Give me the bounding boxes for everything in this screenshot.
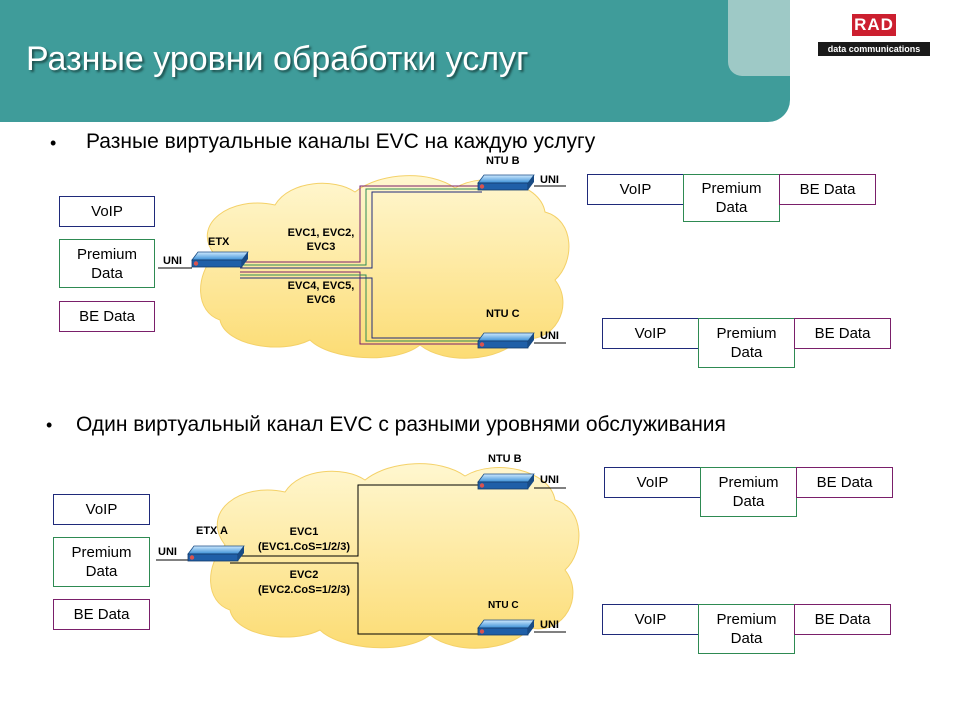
d2-uni-ntu-c: UNI <box>540 619 559 631</box>
ntu-c-device-1 <box>477 332 535 349</box>
d2-ntub-voip-box: VoIP <box>604 467 701 498</box>
etx-a-device-2 <box>187 545 245 562</box>
d1-ntu-c-label: NTU C <box>486 308 520 320</box>
d2-ntu-b-label: NTU B <box>488 453 522 465</box>
d1-ntuc-voip-box: VoIP <box>602 318 699 349</box>
d2-evc-lower: EVC2 (EVC2.CoS=1/2/3) <box>257 569 350 596</box>
rad-logo: RAD data communications <box>818 14 930 56</box>
header-bar <box>0 0 790 122</box>
d2-etx-label: ETX A <box>196 525 228 537</box>
d2-uni-left: UNI <box>158 546 177 558</box>
cloud-2 <box>210 463 580 649</box>
d1-etx-label: ETX <box>208 236 230 248</box>
logo-brand: RAD <box>852 14 896 36</box>
d1-uni-left: UNI <box>163 255 182 267</box>
d1-uni-ntu-c: UNI <box>540 330 559 342</box>
header-tab <box>728 0 790 76</box>
d2-ntuc-premium-box: Premium Data <box>698 604 795 654</box>
page-title: Разные уровни обработки услуг <box>26 40 529 78</box>
d1-ntub-voip-box: VoIP <box>587 174 684 205</box>
d1-uni-ntu-b: UNI <box>540 174 559 186</box>
d2-ntub-premium-box: Premium Data <box>700 467 797 517</box>
d1-left-premium-box: Premium Data <box>59 239 155 288</box>
bullet-2-text: Один виртуальный канал EVC с разными уро… <box>76 413 726 436</box>
cloud-1 <box>200 175 570 359</box>
d2-ntuc-voip-box: VoIP <box>602 604 699 635</box>
ntu-b-device-1 <box>477 174 535 191</box>
ntu-b-device-2 <box>477 473 535 490</box>
d1-ntuc-be-box: BE Data <box>794 318 891 349</box>
d2-ntub-be-box: BE Data <box>796 467 893 498</box>
d2-left-voip-box: VoIP <box>53 494 150 525</box>
d1-left-voip-box: VoIP <box>59 196 155 227</box>
logo-tagline: data communications <box>818 42 930 56</box>
d2-left-premium-box: Premium Data <box>53 537 150 587</box>
d1-ntu-b-label: NTU B <box>486 155 520 167</box>
d1-left-be-box: BE Data <box>59 301 155 332</box>
d2-left-be-box: BE Data <box>53 599 150 630</box>
ntu-c-device-2 <box>477 619 535 636</box>
d2-ntuc-be-box: BE Data <box>794 604 891 635</box>
bullet-1-text: Разные виртуальные каналы EVC на каждую … <box>86 130 596 153</box>
d2-evc-upper: EVC1 (EVC1.CoS=1/2/3) <box>257 526 350 553</box>
d1-ntub-premium-box: Premium Data <box>683 174 780 222</box>
d2-ntu-c-label: NTU C <box>488 600 519 611</box>
d1-evc-lower: EVC4, EVC5, EVC6 <box>287 280 355 306</box>
bullet-marker-2: • <box>46 415 53 435</box>
d1-evc-upper: EVC1, EVC2, EVC3 <box>287 227 355 253</box>
etx-device-1 <box>191 251 249 268</box>
d2-uni-ntu-b: UNI <box>540 474 559 486</box>
d1-ntub-be-box: BE Data <box>779 174 876 205</box>
bullet-marker-1: • <box>50 133 57 153</box>
d1-ntuc-premium-box: Premium Data <box>698 318 795 368</box>
